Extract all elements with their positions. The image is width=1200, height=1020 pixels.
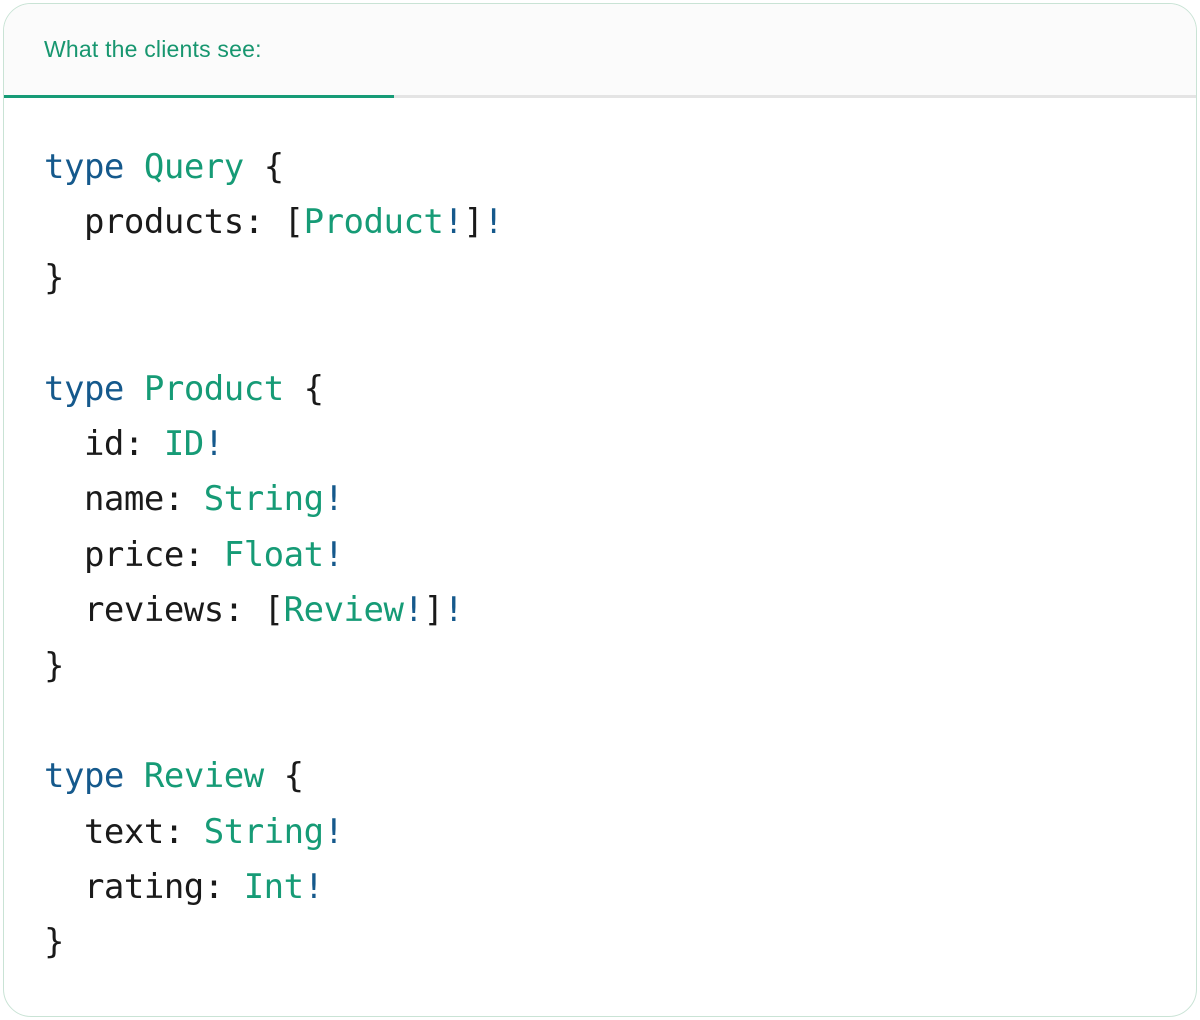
code-line: reviews: [Review!]!	[44, 583, 1166, 638]
code-token-bang: !	[483, 202, 504, 243]
code-token-plain: {	[283, 368, 324, 409]
code-token-bang: !	[323, 534, 344, 575]
code-line: }	[44, 915, 1166, 970]
tab-label: What the clients see:	[44, 36, 262, 62]
code-token-typename: Review	[143, 756, 264, 797]
code-token-keyword: type	[44, 147, 124, 187]
code-token-plain: }	[44, 257, 64, 298]
code-token-bang: !	[323, 811, 344, 852]
code-block: type Query { products: [Product!]!} type…	[4, 98, 1196, 971]
schema-panel-card: What the clients see: type Query { produ…	[3, 3, 1197, 1017]
code-line: id: ID!	[44, 417, 1166, 472]
code-token-plain	[124, 147, 144, 187]
code-line: price: Float!	[44, 528, 1166, 583]
code-line: rating: Int!	[44, 860, 1166, 915]
code-line: type Query {	[44, 140, 1166, 195]
code-token-bang: !	[203, 423, 224, 464]
code-line: text: String!	[44, 805, 1166, 860]
code-token-plain: ]	[423, 590, 444, 631]
code-token-bang: !	[443, 590, 464, 631]
code-token-plain: rating:	[44, 867, 244, 908]
code-token-plain: name:	[44, 479, 204, 520]
code-token-keyword: type	[44, 756, 124, 797]
code-line: }	[44, 639, 1166, 694]
code-line: type Review {	[44, 749, 1166, 804]
code-line	[44, 306, 1166, 361]
code-line: }	[44, 251, 1166, 306]
code-token-plain: ]	[463, 202, 484, 243]
code-token-keyword: type	[44, 368, 124, 409]
code-token-bang: !	[443, 202, 464, 243]
code-line: type Product {	[44, 362, 1166, 417]
code-token-plain: id:	[44, 423, 164, 464]
code-token-bang: !	[303, 867, 324, 908]
code-token-plain: {	[263, 756, 304, 797]
code-token-plain	[124, 756, 144, 796]
code-token-typename: Query	[143, 147, 244, 187]
code-token-typename: Int	[243, 867, 304, 908]
code-token-plain	[124, 369, 144, 409]
code-token-bang: !	[323, 479, 344, 520]
code-token-typename: Product	[303, 202, 444, 243]
tab-underline	[4, 95, 1196, 98]
code-token-plain: {	[243, 147, 284, 187]
code-line: products: [Product!]!	[44, 195, 1166, 250]
code-token-plain: }	[44, 645, 64, 686]
code-token-bang: !	[403, 590, 424, 631]
tab-what-clients-see[interactable]: What the clients see:	[44, 36, 262, 63]
code-token-plain: }	[44, 922, 64, 963]
code-token-plain: price:	[44, 534, 224, 575]
tab-bar: What the clients see:	[4, 4, 1196, 95]
code-token-plain: text:	[44, 811, 204, 852]
code-token-plain: reviews: [	[44, 590, 284, 631]
code-token-typename: Review	[283, 590, 404, 631]
code-line	[44, 694, 1166, 749]
code-token-typename: ID	[163, 423, 204, 464]
code-token-typename: Float	[223, 534, 324, 575]
code-line: name: String!	[44, 472, 1166, 527]
code-token-typename: Product	[143, 368, 284, 409]
code-token-plain: products: [	[44, 202, 304, 243]
code-token-typename: String	[203, 479, 324, 520]
code-token-typename: String	[203, 811, 324, 852]
active-tab-indicator	[4, 95, 394, 98]
